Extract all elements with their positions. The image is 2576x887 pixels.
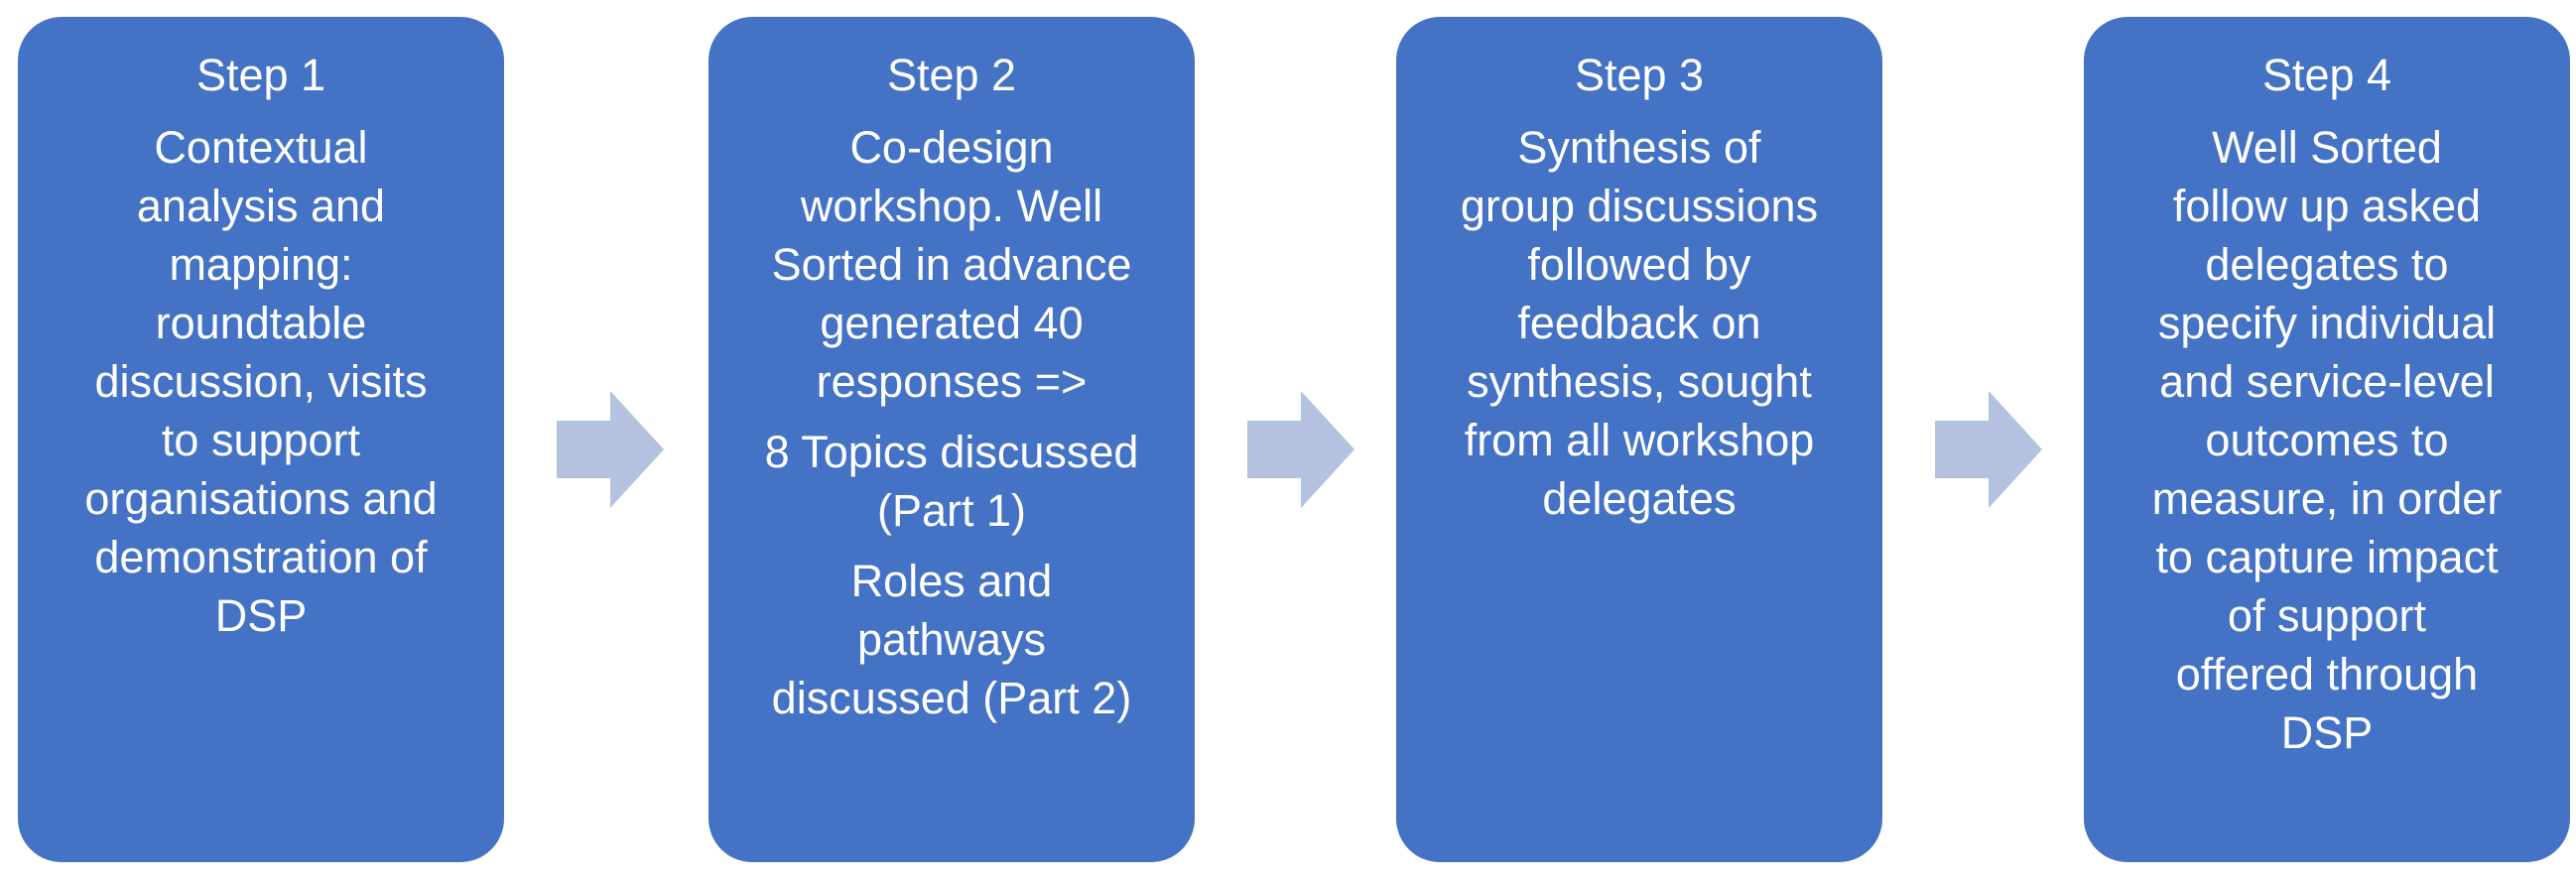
step-3-line: feedback on bbox=[1517, 298, 1761, 348]
step-3-line: delegates bbox=[1542, 473, 1737, 524]
step-3-line: from all workshop bbox=[1464, 415, 1815, 465]
step-3-line: synthesis, sought bbox=[1467, 356, 1812, 407]
right-arrow-icon bbox=[1247, 391, 1354, 508]
step-2-line: workshop. Well bbox=[800, 181, 1103, 231]
step-3-title: Step 3 bbox=[1574, 50, 1705, 100]
step-1-line: DSP bbox=[214, 590, 308, 641]
right-arrow-icon bbox=[557, 391, 664, 508]
step-1-box: Step 1 Contextual analysis and mapping: … bbox=[18, 17, 504, 862]
step-2-line: Roles and bbox=[850, 556, 1053, 606]
step-2-line: (Part 1) bbox=[876, 485, 1027, 536]
step-4-line: offered through bbox=[2175, 649, 2479, 699]
step-3-line: group discussions bbox=[1460, 181, 1819, 231]
step-1-line: discussion, visits bbox=[94, 356, 428, 407]
step-4-line: and service-level bbox=[2159, 356, 2495, 407]
right-arrow-icon-shape bbox=[1935, 391, 2042, 508]
step-2-title: Step 2 bbox=[886, 50, 1017, 100]
step-1-paragraph-1: Contextual analysis and mapping: roundta… bbox=[36, 118, 486, 645]
step-4-line: outcomes to bbox=[2205, 415, 2449, 465]
step-4-line: measure, in order bbox=[2151, 473, 2503, 524]
step-1-line: analysis and bbox=[136, 181, 386, 231]
step-2-line: Co-design bbox=[849, 122, 1054, 173]
step-2-paragraph-1: Co-design workshop. Well Sorted in advan… bbox=[726, 118, 1177, 411]
step-4-line: delegates to bbox=[2205, 239, 2449, 290]
step-2-paragraph-3: Roles and pathways discussed (Part 2) bbox=[726, 552, 1177, 727]
step-3-paragraph-1: Synthesis of group discussions followed … bbox=[1414, 118, 1865, 528]
step-4-paragraph-1: Well Sorted follow up asked delegates to… bbox=[2102, 118, 2552, 762]
step-1-title: Step 1 bbox=[195, 50, 326, 100]
step-4-line: of support bbox=[2227, 590, 2427, 641]
right-arrow-icon-shape bbox=[1247, 391, 1354, 508]
step-2-line: 8 Topics discussed bbox=[764, 427, 1139, 477]
step-1-line: to support bbox=[161, 415, 361, 465]
step-4-line: specify individual bbox=[2157, 298, 2497, 348]
step-4-title: Step 4 bbox=[2261, 50, 2392, 100]
step-1-line: Contextual bbox=[154, 122, 368, 173]
right-arrow-icon bbox=[1935, 391, 2042, 508]
step-4-line: follow up asked bbox=[2172, 181, 2482, 231]
step-1-line: roundtable bbox=[155, 298, 367, 348]
step-2-line: Sorted in advance bbox=[771, 239, 1132, 290]
step-4-line: Well Sorted bbox=[2212, 122, 2442, 173]
step-1-line: organisations and bbox=[84, 473, 438, 524]
right-arrow-icon-shape bbox=[557, 391, 664, 508]
step-3-line: followed by bbox=[1527, 239, 1751, 290]
step-1-line: mapping: bbox=[169, 239, 353, 290]
step-3-box: Step 3 Synthesis of group discussions fo… bbox=[1396, 17, 1882, 862]
step-1-line: demonstration of bbox=[94, 532, 428, 582]
step-4-line: DSP bbox=[2280, 707, 2374, 758]
step-2-line: responses => bbox=[816, 356, 1088, 407]
step-4-box: Step 4 Well Sorted follow up asked deleg… bbox=[2084, 17, 2570, 862]
step-3-line: Synthesis of bbox=[1517, 122, 1761, 173]
step-2-box: Step 2 Co-design workshop. Well Sorted i… bbox=[708, 17, 1195, 862]
step-2-paragraph-2: 8 Topics discussed (Part 1) bbox=[726, 423, 1177, 540]
step-4-line: to capture impact bbox=[2155, 532, 2499, 582]
step-2-line: pathways bbox=[856, 614, 1047, 665]
step-2-line: generated 40 bbox=[820, 298, 1084, 348]
step-2-line: discussed (Part 2) bbox=[771, 673, 1132, 723]
